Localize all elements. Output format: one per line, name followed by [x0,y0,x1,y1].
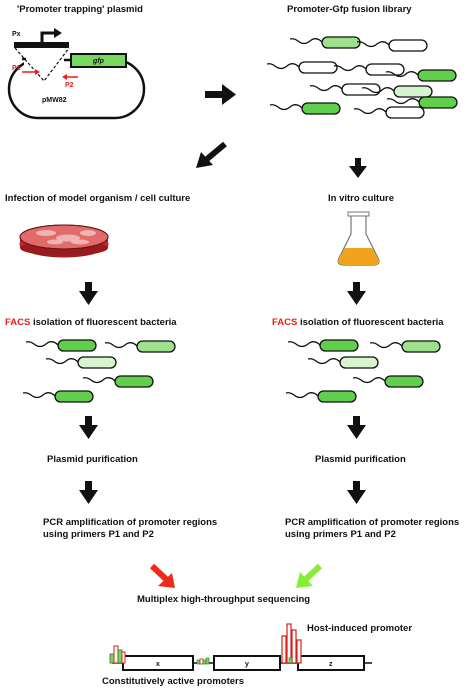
plasmid-title: 'Promoter trapping' plasmid [17,4,143,15]
library-bacteria [266,36,458,119]
arrow-left-to-purification [79,416,98,439]
right-facs-label: FACS isolation of fluorescent bacteria [272,317,444,328]
gfp-label: gfp [93,58,104,65]
primer-p1-label: P1 [12,65,21,72]
sequencing-label: Multiplex high-throughput sequencing [137,594,311,605]
bacterium-icon [289,36,361,49]
gene-y-box [213,655,281,671]
left-facs-rest: isolation of fluorescent bacteria [30,317,177,328]
facs-left-bacteria [22,339,176,403]
left-facs-prefix: FACS [5,317,31,328]
promoter-slot [24,52,64,66]
bacterium-icon [369,340,441,353]
arrow-left-to-facs [79,282,98,305]
bacterium-icon [266,61,338,74]
plasmid-diagram [7,28,146,120]
left-facs-label: FACS isolation of fluorescent bacteria [5,317,177,328]
host-induced-peak [281,623,302,664]
arrow-to-library [205,84,236,105]
constitutive-peak-middle [196,657,210,665]
right-pcr-line2: using primers P1 and P2 [285,529,396,540]
gene-y-label: y [245,661,249,668]
red-arrow-icon [149,563,175,588]
bacterium-icon [356,39,428,52]
bacterium-icon [307,356,379,369]
bacterium-icon [269,102,341,115]
bacterium-icon [82,375,154,388]
left-pcr-line2: using primers P1 and P2 [43,529,154,540]
bacterium-icon [333,63,405,76]
left-purification-label: Plasmid purification [47,454,138,465]
library-title: Promoter-Gfp fusion library [287,4,412,15]
bacterium-icon [104,340,176,353]
arrow-right-to-pcr [347,481,366,504]
right-pcr-line1: PCR amplification of promoter regions [285,517,460,528]
arrow-right-to-facs [347,282,366,305]
bacterium-icon [386,96,458,109]
gene-z-label: z [329,661,333,668]
green-arrow-icon [296,563,323,588]
arrow-left-to-pcr [79,481,98,504]
constitutive-label: Constitutively active promoters [102,676,245,687]
right-purification-label: Plasmid purification [315,454,406,465]
constitutive-peak-left [109,645,126,664]
insertion-site-lines [14,47,70,82]
bacterium-icon [45,356,117,369]
invitro-label: In vitro culture [328,193,394,204]
plasmid-ring [7,58,146,120]
bacterium-icon [353,106,425,119]
infection-label: Infection of model organism / cell cultu… [5,193,191,204]
petri-dish-icon [19,224,109,258]
plasmid-name: pMW82 [42,97,67,104]
left-pcr-line1: PCR amplification of promoter regions [43,517,218,528]
promoter-label: Px [12,31,21,38]
bacterium-icon [285,390,357,403]
promoter-arrow-icon [40,31,55,42]
bacterium-icon [385,69,457,82]
flask-icon [337,211,380,266]
bacterium-icon [352,375,424,388]
right-facs-prefix: FACS [272,317,298,328]
flow-arrows [196,84,367,178]
arrow-to-invitro [349,158,367,178]
gene-x-label: x [156,661,160,668]
facs-right-bacteria [285,339,441,403]
bacterium-icon [25,339,97,352]
right-facs-rest: isolation of fluorescent bacteria [297,317,444,328]
arrow-to-infection [196,141,227,168]
host-induced-label: Host-induced promoter [307,623,413,634]
gfp-gene-box [70,53,127,68]
arrow-right-to-purification [347,416,366,439]
bacterium-icon [309,83,381,96]
bacterium-icon [361,85,433,98]
primer-p2-label: P2 [65,82,74,89]
genome-track [109,623,372,671]
bacterium-icon [287,339,359,352]
bacterium-icon [22,390,94,403]
promoter-insert-bar [14,42,69,48]
